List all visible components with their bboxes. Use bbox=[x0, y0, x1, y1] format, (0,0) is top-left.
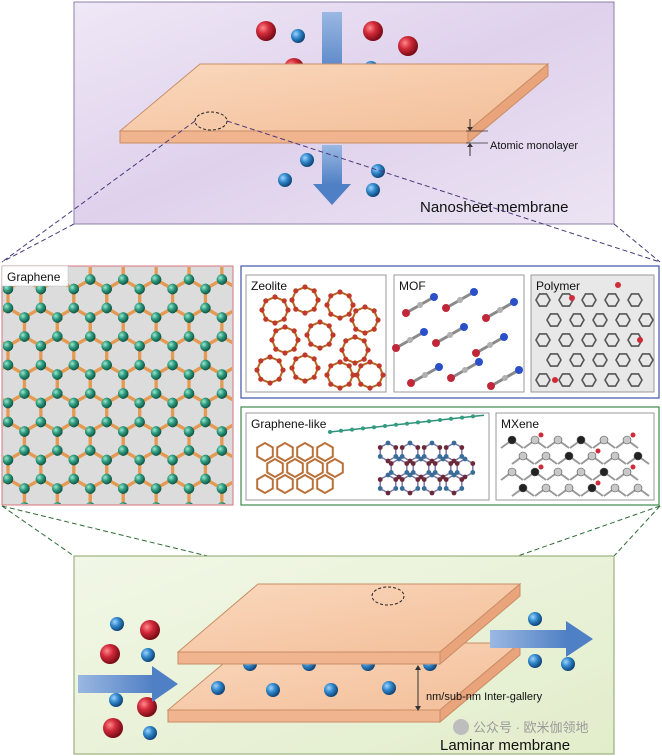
graphene-like-label: Graphene-like bbox=[251, 417, 327, 431]
nanosheet bbox=[118, 62, 550, 145]
graphene-like-structure bbox=[256, 414, 485, 496]
zeolite-structure bbox=[254, 284, 386, 391]
mof-panel: MOF bbox=[392, 274, 525, 393]
nanosheet-panel: Atomic monolayer Nanosheet membrane bbox=[73, 1, 615, 225]
wechat-icon bbox=[453, 719, 469, 735]
thickness-marker bbox=[466, 119, 488, 156]
polymer-panel: Polymer bbox=[530, 274, 655, 393]
material-group-2d: Graphene-like MXene bbox=[240, 406, 660, 506]
molecules-below bbox=[278, 153, 385, 197]
laminar-panel: nm/sub-nm Inter-gallery Laminar membrane bbox=[73, 555, 615, 755]
graphene-panel: Graphene bbox=[1, 265, 234, 506]
mxene-structure bbox=[500, 432, 650, 497]
mof-structure bbox=[392, 288, 523, 390]
graphene-lattice bbox=[3, 267, 232, 504]
permeate-arrow-icon bbox=[313, 145, 351, 205]
zeolite-panel: Zeolite bbox=[245, 274, 387, 393]
graphene-label: Graphene bbox=[7, 270, 61, 284]
mof-label: MOF bbox=[399, 279, 426, 293]
mxene-panel: MXene bbox=[495, 412, 655, 501]
zoom-connector-top bbox=[1, 120, 661, 263]
permeate-arrow-right-icon bbox=[490, 621, 593, 657]
atomic-monolayer-label: Atomic monolayer bbox=[490, 140, 578, 152]
mxene-label: MXene bbox=[501, 417, 539, 431]
gallery-marker bbox=[415, 665, 421, 711]
polymer-structure bbox=[535, 282, 654, 387]
watermark: 公众号 · 欧米伽领地 bbox=[453, 719, 589, 735]
polymer-label: Polymer bbox=[536, 279, 580, 293]
laminar-membrane-title: Laminar membrane bbox=[440, 737, 570, 754]
permeate-molecules bbox=[528, 612, 575, 671]
inter-gallery-label: nm/sub-nm Inter-gallery bbox=[426, 691, 543, 703]
graphene-like-panel: Graphene-like bbox=[245, 412, 490, 501]
material-group-3d: Zeolite MOF Polymer bbox=[240, 265, 660, 399]
upper-nanosheet bbox=[176, 582, 522, 666]
zeolite-label: Zeolite bbox=[251, 279, 287, 293]
watermark-text: 公众号 · 欧米伽领地 bbox=[473, 720, 589, 735]
feed-arrow-icon bbox=[78, 666, 178, 702]
